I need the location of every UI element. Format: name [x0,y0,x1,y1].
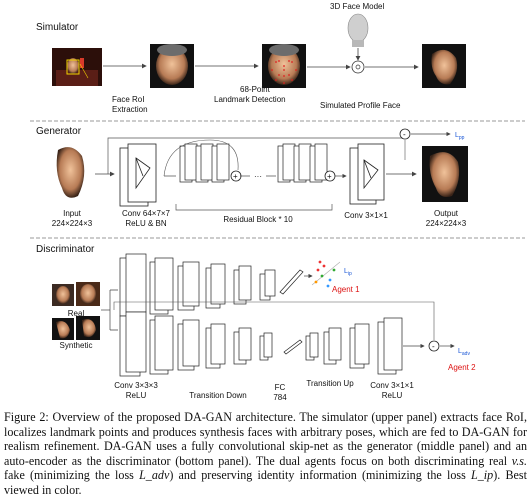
svg-text:+: + [233,172,238,181]
simulator-title: Simulator [36,22,79,33]
simulator-panel: Simulator 3D Face Model Face RoI Extract… [36,2,466,114]
disc-conv-out-line2: ReLU [382,391,403,400]
agent1-scatter [311,260,341,288]
disc-conv-in-line2: ReLU [126,391,147,400]
gen-conv-in-block [119,143,157,207]
residual-block-1 [179,143,230,183]
generator-subtract-node [399,128,411,140]
loss-adv: Ladv [458,348,470,357]
agent1-encoder [119,253,304,317]
source-photo [52,48,102,86]
generator-output-photo [422,146,468,202]
real-photos [52,282,100,306]
transition-down-label: Transition Down [189,391,247,400]
gen-input-line1: Input [63,209,82,218]
synthetic-photos [52,316,100,340]
step-landmark-line2: Landmark Detection [214,95,286,104]
synthetic-label: Synthetic [60,341,93,350]
face-model-label: 3D Face Model [330,2,384,11]
agent1-label: Agent 1 [332,285,360,294]
gen-conv-out-block [349,143,385,205]
fc-line2: 784 [273,393,287,402]
step-landmark-line1: 68-Point [240,85,271,94]
gen-input-line2: 224×224×3 [52,219,93,228]
landmark-photo [262,44,306,88]
agent2-label: Agent 2 [448,363,476,372]
gen-conv-in-line2: ReLU & BN [125,219,167,228]
simulated-profile-photo [422,44,466,88]
residual-block-2 [277,143,328,183]
generator-panel: Generator Input 224×224×3 Conv 64×7×7 Re… [36,126,468,228]
discriminator-panel: Discriminator Real Synthetic [36,244,476,402]
face-roi-photo [150,44,194,88]
loss-ip: Lip [344,268,352,277]
gen-conv-out-label: Conv 3×1×1 [344,211,388,220]
gen-output-line2: 224×224×3 [426,219,467,228]
residual-label: Residual Block * 10 [223,215,293,224]
gen-conv-in-line1: Conv 64×7×7 [122,209,171,218]
real-label: Real [68,309,85,318]
transition-up-label: Transition Up [306,379,354,388]
generator-input-photo [50,144,94,204]
discriminator-subtract-node [428,340,440,352]
face-model-image [347,13,369,47]
architecture-diagram: Simulator 3D Face Model Face RoI Extract… [30,2,525,402]
figure-caption: Figure 2: Overview of the proposed DA-GA… [4,410,527,497]
svg-text:+: + [327,172,332,181]
gen-output-line1: Output [434,209,459,218]
landmark-points [271,60,297,84]
disc-conv-out-line1: Conv 3×1×1 [370,381,414,390]
disc-conv-in-line1: Conv 3×3×3 [114,381,158,390]
agent2-autoencoder [119,311,403,377]
step-roi-line2: Extraction [112,105,148,114]
fc-line1: FC [275,383,286,392]
roi-box [66,59,80,75]
discriminator-title: Discriminator [36,244,95,255]
loss-pp: Lpp [455,132,465,141]
svg-text:-: - [403,130,406,139]
combine-node [351,60,365,74]
residual-ellipsis: ··· [254,172,262,181]
step-simulated: Simulated Profile Face [320,101,401,110]
step-roi-line1: Face RoI [112,95,144,104]
svg-text:-: - [432,342,435,351]
generator-title: Generator [36,126,82,137]
